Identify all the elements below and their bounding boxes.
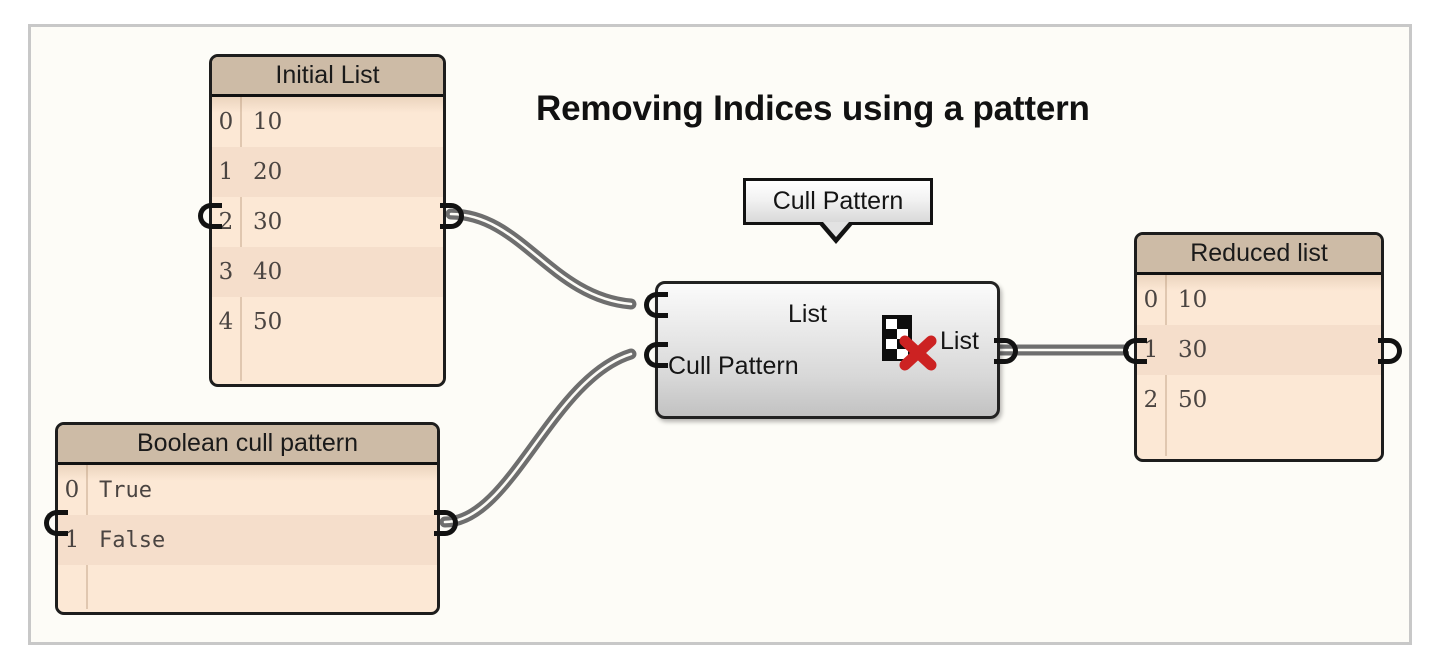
diagram-canvas: Removing Indices using a pattern Initial… [28, 24, 1412, 645]
row-index: 3 [218, 259, 234, 285]
port-component-output-list[interactable] [994, 338, 1018, 364]
cull-pattern-component[interactable]: List Cull Pattern List [655, 281, 1000, 419]
component-input-list-label: List [788, 300, 827, 328]
panel-initial-list-title: Initial List [212, 57, 443, 97]
row-value: 50 [253, 309, 283, 335]
row-value: 10 [253, 109, 283, 135]
callout-tail-icon [818, 222, 854, 244]
list-item[interactable]: 3 40 [212, 247, 443, 297]
port-reduced-list-output[interactable] [1378, 338, 1402, 364]
row-value: 30 [253, 209, 283, 235]
component-output-list-label: List [940, 327, 979, 355]
row-value: 50 [1178, 387, 1208, 413]
list-item[interactable]: 1 20 [212, 147, 443, 197]
row-value: 20 [253, 159, 283, 185]
port-boolean-input[interactable] [44, 510, 68, 536]
list-item[interactable]: 2 30 [212, 197, 443, 247]
list-item[interactable]: 0 10 [1137, 275, 1381, 325]
list-item[interactable]: 4 50 [212, 297, 443, 347]
row-index: 1 [218, 159, 234, 185]
port-initial-list-input[interactable] [198, 203, 222, 229]
wire-initial-to-list [445, 208, 637, 310]
row-index: 0 [64, 477, 80, 503]
row-index: 4 [218, 309, 234, 335]
port-initial-list-output[interactable] [440, 203, 464, 229]
wire-boolean-to-cullpattern [439, 348, 637, 528]
panel-boolean-cull-pattern-body: 0 True 1 False [58, 465, 437, 609]
diagram-title: Removing Indices using a pattern [536, 89, 1090, 128]
list-item[interactable]: 2 50 [1137, 375, 1381, 425]
row-value: 10 [1178, 287, 1208, 313]
list-item[interactable]: 1 30 [1137, 325, 1381, 375]
panel-boolean-cull-pattern[interactable]: Boolean cull pattern 0 True 1 False [55, 422, 440, 615]
row-index: 2 [1143, 387, 1159, 413]
row-value: 30 [1178, 337, 1208, 363]
row-value: 40 [253, 259, 283, 285]
panel-reduced-list-title: Reduced list [1137, 235, 1381, 275]
panel-reduced-list[interactable]: Reduced list 0 10 1 30 2 50 [1134, 232, 1384, 462]
list-item[interactable]: 1 False [58, 515, 437, 565]
row-index: 1 [64, 527, 80, 553]
row-value: False [99, 527, 166, 553]
list-item[interactable]: 0 True [58, 465, 437, 515]
panel-initial-list[interactable]: Initial List 0 10 1 20 2 30 3 40 4 50 [209, 54, 446, 387]
row-index: 0 [1143, 287, 1159, 313]
list-item[interactable]: 0 10 [212, 97, 443, 147]
component-input-cull-pattern-label: Cull Pattern [668, 352, 799, 380]
row-index: 1 [1143, 337, 1159, 363]
port-boolean-output[interactable] [434, 510, 458, 536]
row-index: 0 [218, 109, 234, 135]
cull-pattern-callout: Cull Pattern [743, 178, 933, 225]
panel-reduced-list-body: 0 10 1 30 2 50 [1137, 275, 1381, 456]
panel-boolean-cull-pattern-title: Boolean cull pattern [58, 425, 437, 465]
port-reduced-list-input[interactable] [1123, 338, 1147, 364]
row-value: True [99, 477, 152, 503]
port-component-input-cull[interactable] [644, 342, 668, 368]
cull-pattern-icon [882, 315, 937, 371]
row-index: 2 [218, 209, 234, 235]
panel-initial-list-body: 0 10 1 20 2 30 3 40 4 50 [212, 97, 443, 381]
port-component-input-list[interactable] [644, 292, 668, 318]
